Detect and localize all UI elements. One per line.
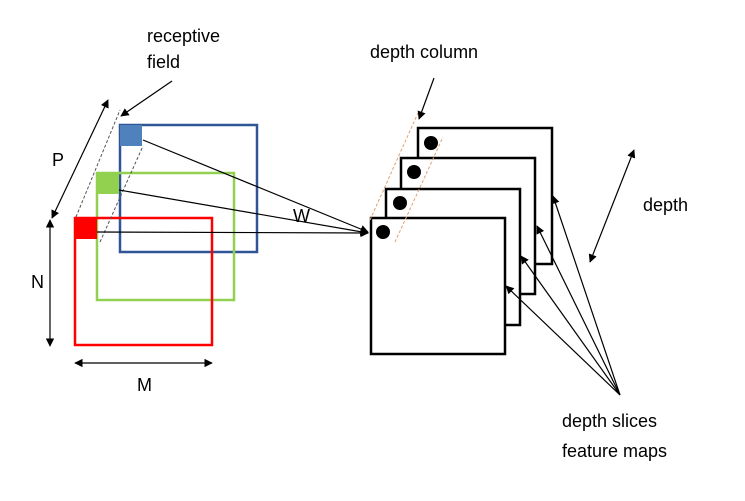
receptive-square-green — [97, 173, 119, 194]
label-depth: depth — [643, 195, 688, 215]
neuron-3 — [407, 165, 421, 179]
connection-blue — [142, 139, 369, 234]
p-arrow — [51, 99, 109, 219]
connection-red — [96, 228, 369, 238]
label-p: P — [52, 150, 64, 170]
label-n: N — [31, 272, 44, 292]
depth-column-pointer — [417, 77, 435, 120]
connection-green — [118, 189, 369, 236]
label-receptive-field-1: receptive — [147, 26, 220, 46]
neuron-4 — [424, 136, 438, 150]
label-depth-column: depth column — [370, 42, 478, 62]
label-depth-slices-2: feature maps — [562, 441, 667, 461]
label-m: M — [137, 375, 152, 395]
receptive-field-pointer — [120, 80, 173, 117]
depth-arrow — [588, 149, 636, 263]
neuron-1 — [376, 225, 390, 239]
input-map-red — [73, 216, 214, 347]
neuron-2 — [393, 196, 407, 210]
output-map-1 — [369, 216, 507, 356]
depth-column-guide-right — [394, 136, 444, 243]
slice-pointer-1 — [505, 285, 621, 396]
slice-pointer-4 — [551, 195, 621, 396]
slice-pointer-3 — [536, 225, 621, 396]
receptive-square-red — [75, 218, 97, 239]
label-w: W — [293, 206, 310, 226]
receptive-square-blue — [120, 125, 142, 146]
depth-column-guide-left — [369, 112, 419, 221]
receptive-guide-right — [99, 145, 144, 243]
label-receptive-field-2: field — [147, 52, 180, 72]
input-map-blue — [118, 123, 259, 254]
slice-pointer-2 — [520, 255, 621, 396]
label-depth-slices-1: depth slices — [562, 411, 657, 431]
